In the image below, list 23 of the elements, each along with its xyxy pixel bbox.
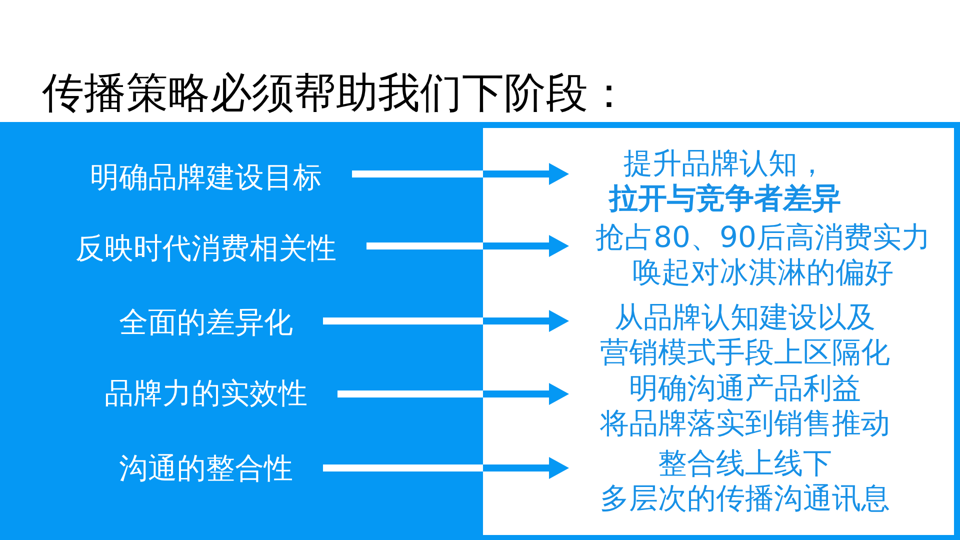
goal-detail: 多层次的传播沟通讯息 <box>600 480 890 516</box>
goal-label: 全面的差异化 <box>119 304 293 340</box>
goal-detail: 营销模式手段上区隔化 <box>600 335 890 370</box>
goal-detail: 将品牌落实到销售推动 <box>600 406 890 440</box>
slide-title: 传播策略必须帮助我们下阶段： <box>42 70 630 116</box>
goal-detail: 提升品牌认知， <box>624 146 826 180</box>
content-panel <box>483 128 954 535</box>
goal-detail: 整合线上线下 <box>658 446 832 480</box>
goal-detail: 唤起对冰淇淋的偏好 <box>632 255 894 290</box>
goal-label: 反映时代消费相关性 <box>76 230 336 266</box>
goal-detail: 抢占80、90后高消费实力 <box>596 220 930 255</box>
arrow <box>366 235 569 257</box>
panel-background <box>0 122 960 540</box>
arrow <box>338 383 569 405</box>
goal-label: 明确品牌建设目标 <box>90 160 322 194</box>
goal-detail: 拉开与竞争者差异 <box>609 180 841 216</box>
arrow <box>323 310 569 332</box>
goal-label: 沟通的整合性 <box>119 450 293 486</box>
goal-label: 品牌力的实效性 <box>104 376 308 410</box>
arrow <box>323 457 569 479</box>
arrow <box>352 163 569 185</box>
goal-detail: 明确沟通产品利益 <box>629 370 861 406</box>
goal-detail: 从品牌认知建设以及 <box>614 300 876 335</box>
